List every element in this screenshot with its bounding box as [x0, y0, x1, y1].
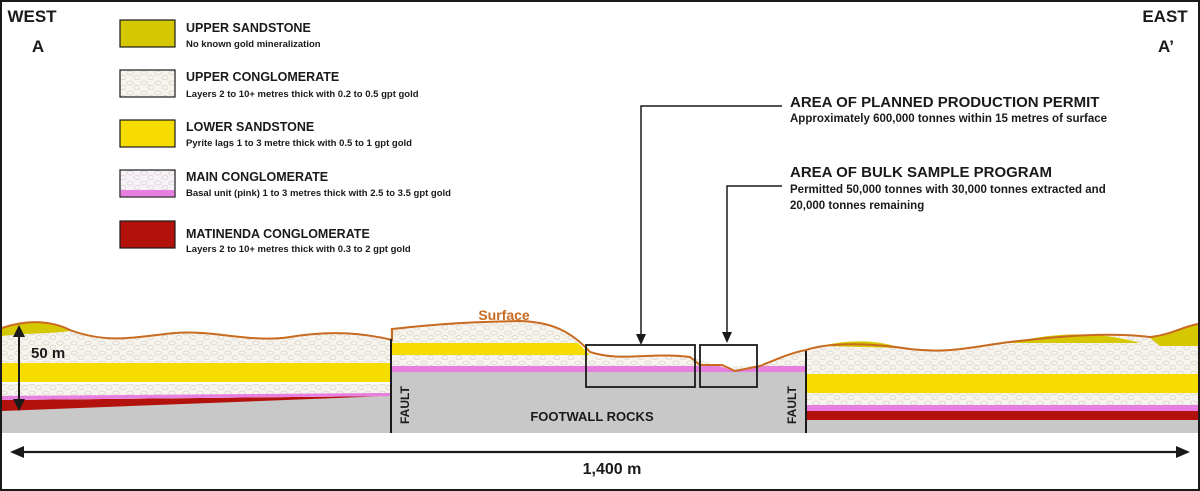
- bulk-sample-desc-line-2: 20,000 tonnes remaining: [790, 200, 924, 212]
- upper-sandstone-east-3: [1150, 324, 1198, 346]
- legend-title: MAIN CONGLOMERATE: [186, 170, 328, 184]
- footwall-central: [390, 372, 806, 433]
- main-conglomerate-west: [2, 393, 390, 400]
- legend-swatch-lower-sandstone: [119, 119, 176, 148]
- production-arrow-head: [636, 334, 646, 345]
- upper-conglomerate-east: [806, 324, 1198, 374]
- bulk-leader-line: [726, 185, 782, 336]
- width-scale-arrow-left: [10, 446, 24, 458]
- footwall-rocks-label: FOOTWALL ROCKS: [530, 409, 654, 424]
- west-block: [2, 322, 390, 433]
- legend-item-upper-conglomerate: UPPER CONGLOMERATE Layers 2 to 10+ metre…: [119, 69, 419, 100]
- width-scale-label: 1,400 m: [583, 461, 642, 478]
- legend-swatch-upper-conglomerate: [119, 69, 176, 98]
- legend-swatch-upper-sandstone: [119, 19, 176, 48]
- fault-label-east: FAULT: [785, 386, 799, 424]
- production-permit-title: AREA OF PLANNED PRODUCTION PERMIT: [790, 94, 1099, 111]
- legend-item-lower-sandstone: LOWER SANDSTONE Pyrite lags 1 to 3 metre…: [119, 119, 412, 149]
- legend: UPPER SANDSTONE No known gold mineraliza…: [119, 19, 451, 255]
- west-point-label: A: [32, 37, 44, 56]
- surface-line: [1, 319, 1199, 373]
- matinenda-conglomerate-east: [806, 411, 1198, 420]
- matinenda-conglomerate-west: [2, 396, 390, 411]
- legend-title: UPPER SANDSTONE: [186, 21, 311, 35]
- legend-swatch-matinenda-conglomerate: [119, 220, 176, 249]
- legend-item-upper-sandstone: UPPER SANDSTONE No known gold mineraliza…: [119, 19, 321, 50]
- footwall-east: [806, 420, 1198, 433]
- bulk-sample-desc-line-1: Permitted 50,000 tonnes with 30,000 tonn…: [790, 184, 1106, 196]
- lower-sandstone-east: [806, 374, 1198, 393]
- production-permit-desc: Approximately 600,000 tonnes within 15 m…: [790, 113, 1107, 125]
- bulk-arrow-head: [722, 332, 732, 343]
- cross-section: Surface FAULT FAULT FOOTWALL ROCKS: [1, 307, 1199, 433]
- fault-label-west: FAULT: [398, 386, 412, 424]
- upper-sandstone-east-2: [1010, 334, 1140, 343]
- legend-desc: Layers 2 to 10+ metres thick with 0.3 to…: [186, 244, 411, 255]
- main-conglomerate-central: [390, 366, 806, 372]
- central-block: [390, 321, 806, 433]
- legend-desc: No known gold mineralization: [186, 39, 321, 50]
- legend-desc: Basal unit (pink) 1 to 3 metres thick wi…: [186, 188, 451, 199]
- east-label: EAST: [1142, 7, 1188, 26]
- legend-item-matinenda-conglomerate: MATINENDA CONGLOMERATE Layers 2 to 10+ m…: [119, 220, 411, 255]
- production-permit-area-box: [585, 344, 696, 388]
- thickness-scale-arrow-down: [13, 399, 25, 411]
- thickness-scale-label: 50 m: [31, 345, 65, 362]
- legend-title: UPPER CONGLOMERATE: [186, 70, 339, 84]
- east-block: [806, 324, 1198, 433]
- upper-conglomerate-central: [390, 321, 578, 343]
- thickness-scale-arrow-up: [13, 325, 25, 337]
- west-label: WEST: [7, 7, 57, 26]
- legend-desc: Pyrite lags 1 to 3 metre thick with 0.5 …: [186, 138, 412, 149]
- surface-label: Surface: [478, 307, 530, 323]
- lower-sandstone-central: [390, 343, 590, 355]
- legend-item-main-conglomerate: MAIN CONGLOMERATE Basal unit (pink) 1 to…: [119, 169, 451, 199]
- legend-desc: Layers 2 to 10+ metres thick with 0.2 to…: [186, 89, 419, 100]
- production-leader-line: [640, 105, 782, 338]
- upper-conglomerate-west: [2, 322, 390, 363]
- legend-swatch-basal-pink: [120, 190, 175, 197]
- bulk-sample-area-box: [699, 344, 758, 388]
- lower-sandstone-west: [2, 363, 390, 382]
- footwall-west: [2, 396, 390, 433]
- bulk-sample-title: AREA OF BULK SAMPLE PROGRAM: [790, 164, 1052, 181]
- main-conglomerate-east: [806, 405, 1198, 411]
- width-scale-arrow-right: [1176, 446, 1190, 458]
- upper-conglomerate-pit-area: [590, 350, 806, 371]
- east-point-label: A’: [1158, 37, 1174, 56]
- legend-title: MATINENDA CONGLOMERATE: [186, 227, 370, 241]
- legend-title: LOWER SANDSTONE: [186, 120, 314, 134]
